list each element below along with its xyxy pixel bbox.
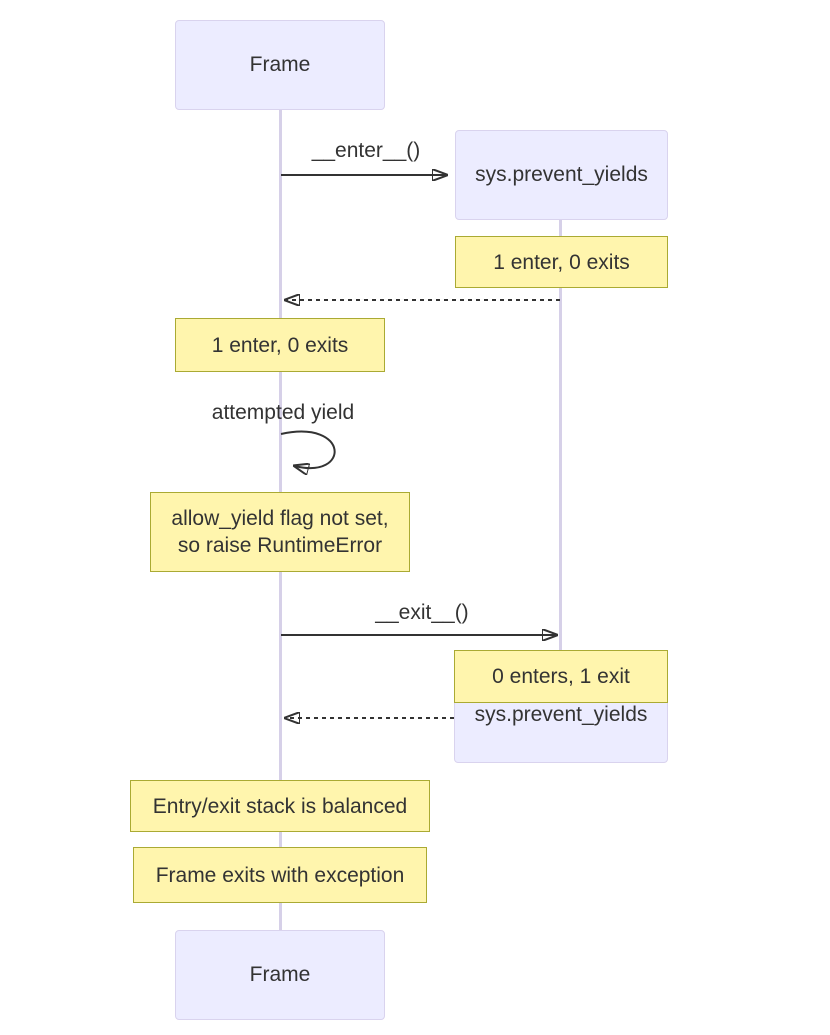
note-stack-balanced: Entry/exit stack is balanced [130, 780, 430, 832]
note-frame-enter-count: 1 enter, 0 exits [175, 318, 385, 372]
actor-frame-top-label: Frame [249, 53, 311, 76]
message-exit-label: __exit__() [375, 601, 469, 624]
note-sys-exit-count: 0 enters, 1 exit [454, 650, 668, 703]
note-frame-exception: Frame exits with exception [133, 847, 427, 903]
note-runtime-error-line2: so raise RuntimeError [177, 534, 383, 557]
lifeline-sys-prevent-yields [559, 220, 562, 760]
note-frame-enter-count-text: 1 enter, 0 exits [211, 333, 349, 357]
note-sys-exit-count-text: 0 enters, 1 exit [492, 665, 630, 688]
actor-sys-top-label: sys.prevent_yields [475, 163, 648, 186]
actor-frame-top: Frame [175, 20, 385, 110]
message-enter-label: __enter__() [311, 139, 421, 162]
note-stack-balanced-text: Entry/exit stack is balanced [152, 794, 408, 818]
actor-frame-bottom: Frame [175, 930, 385, 1020]
arrow-self-loop [280, 430, 336, 468]
note-frame-exception-text: Frame exits with exception [155, 863, 405, 887]
note-runtime-error-line1: allow_yield flag not set, [171, 507, 389, 530]
actor-sys-top: sys.prevent_yields [455, 130, 668, 220]
message-attempted-yield-label: attempted yield [211, 401, 355, 424]
note-runtime-error: allow_yield flag not set, so raise Runti… [150, 492, 410, 572]
note-sys-enter-count: 1 enter, 0 exits [455, 236, 668, 288]
note-sys-enter-count-text: 1 enter, 0 exits [493, 250, 630, 274]
actor-frame-bottom-label: Frame [249, 963, 311, 986]
actor-sys-bottom-label: sys.prevent_yields [474, 703, 648, 726]
